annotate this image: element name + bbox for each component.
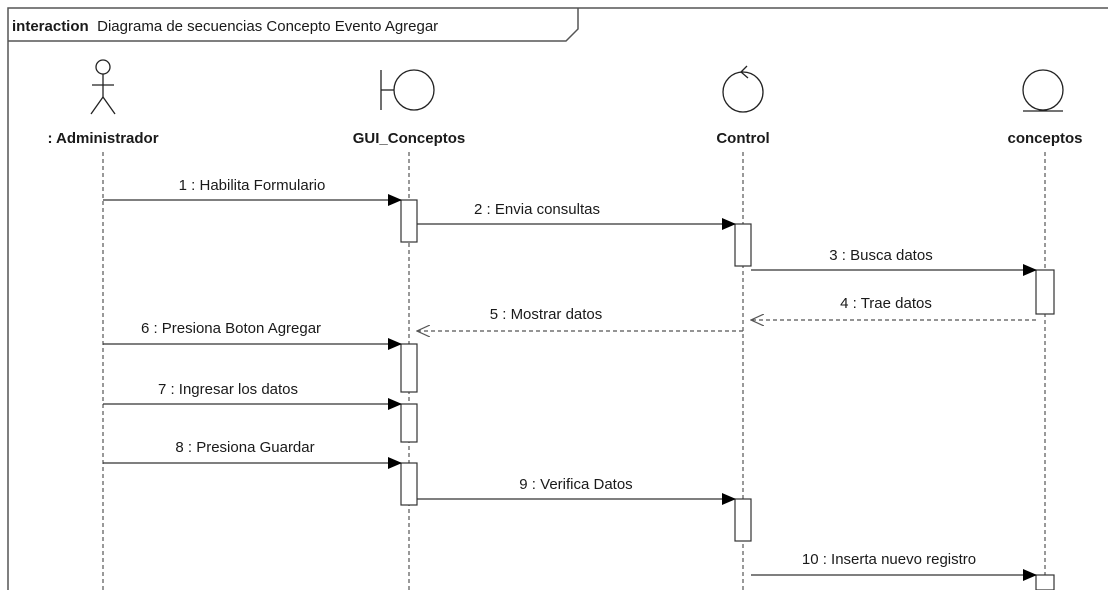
message-4[interactable]: 4 : Trae datos bbox=[751, 295, 1036, 320]
control-icon bbox=[722, 65, 764, 113]
lifeline-name: : Administrador bbox=[47, 130, 158, 147]
boundary-icon bbox=[380, 69, 435, 111]
message-label: 8 : Presiona Guardar bbox=[175, 439, 314, 456]
message-label: 7 : Ingresar los datos bbox=[158, 381, 298, 398]
message-label: 5 : Mostrar datos bbox=[490, 306, 603, 323]
activation-bar bbox=[1035, 574, 1055, 590]
message-label: 6 : Presiona Boton Agregar bbox=[141, 320, 321, 337]
message-3[interactable]: 3 : Busca datos bbox=[751, 247, 1037, 276]
message-label: 3 : Busca datos bbox=[829, 247, 932, 264]
message-label: 1 : Habilita Formulario bbox=[179, 177, 326, 194]
lifeline-name: Control bbox=[716, 130, 769, 147]
lifeline-control[interactable]: Control bbox=[716, 65, 770, 147]
message-8[interactable]: 8 : Presiona Guardar bbox=[103, 439, 402, 469]
message-6[interactable]: 6 : Presiona Boton Agregar bbox=[103, 320, 402, 350]
message-label: 4 : Trae datos bbox=[840, 295, 932, 312]
frame-label: interaction Diagrama de secuencias Conce… bbox=[12, 18, 438, 35]
message-label: 10 : Inserta nuevo registro bbox=[802, 551, 976, 568]
entity-icon bbox=[1022, 69, 1064, 112]
activation-bar bbox=[400, 462, 418, 506]
actor-icon bbox=[90, 59, 116, 115]
lifeline-name: conceptos bbox=[1007, 130, 1082, 147]
activation-bar bbox=[400, 199, 418, 243]
activation-bar bbox=[734, 223, 752, 267]
frame-keyword: interaction bbox=[12, 18, 89, 35]
lifeline-name: GUI_Conceptos bbox=[353, 130, 466, 147]
message-5[interactable]: 5 : Mostrar datos bbox=[417, 306, 743, 331]
frame-title: Diagrama de secuencias Concepto Evento A… bbox=[97, 18, 438, 35]
message-7[interactable]: 7 : Ingresar los datos bbox=[103, 381, 402, 410]
activation-bar bbox=[400, 403, 418, 443]
lifeline-gui-conceptos[interactable]: GUI_Conceptos bbox=[353, 69, 466, 147]
activation-bar bbox=[734, 498, 752, 542]
message-2[interactable]: 2 : Envia consultas bbox=[417, 201, 736, 230]
activation-bar bbox=[1035, 269, 1055, 315]
lifeline-conceptos[interactable]: conceptos bbox=[1007, 69, 1083, 147]
activation-bar bbox=[400, 343, 418, 393]
message-10[interactable]: 10 : Inserta nuevo registro bbox=[751, 551, 1037, 581]
interaction-frame: interaction Diagrama de secuencias Conce… bbox=[7, 7, 1108, 590]
message-9[interactable]: 9 : Verifica Datos bbox=[417, 476, 736, 505]
lifeline-administrador[interactable]: : Administrador bbox=[47, 59, 159, 147]
message-label: 9 : Verifica Datos bbox=[519, 476, 632, 493]
message-1[interactable]: 1 : Habilita Formulario bbox=[103, 177, 402, 206]
message-label: 2 : Envia consultas bbox=[474, 201, 600, 218]
